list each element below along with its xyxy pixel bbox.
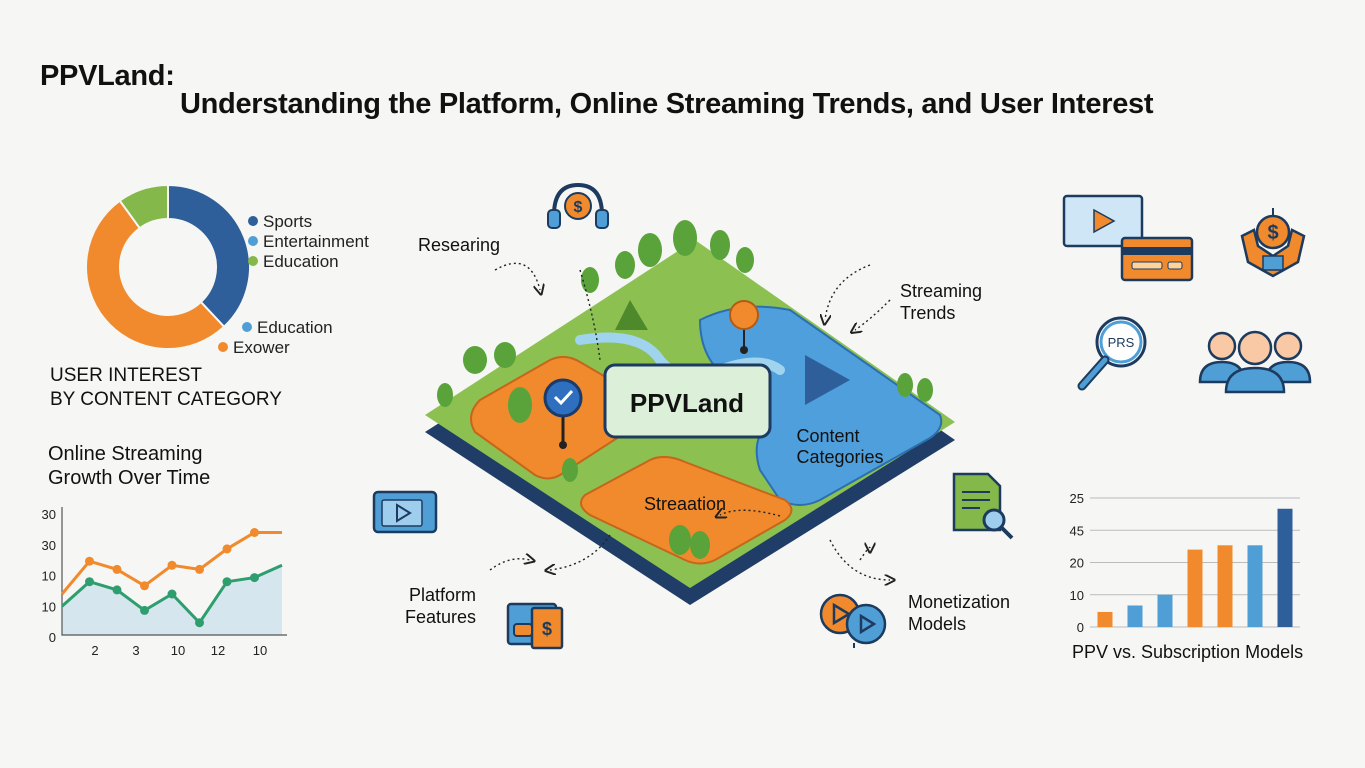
- region-label: Streaation: [644, 494, 726, 514]
- line-y-tick-label: 0: [49, 630, 56, 645]
- map-pin-ball-icon: [729, 300, 759, 354]
- line-area-fill: [62, 565, 282, 635]
- legend-dot-icon: [218, 342, 228, 352]
- svg-text:$: $: [542, 619, 552, 639]
- content-label-line2: Categories: [796, 447, 883, 467]
- bar-y-tick-label: 0: [1077, 620, 1084, 635]
- platform-features-label: Platform Features: [405, 585, 477, 627]
- monetization-models-label: Monetization Models: [908, 592, 1011, 634]
- line-point: [222, 544, 232, 554]
- map-trees: [437, 220, 933, 559]
- page-title-line2: Understanding the Platform, Online Strea…: [180, 88, 1154, 120]
- isometric-map: PPVLand Content Categories Streaation: [425, 220, 955, 605]
- wallet-dollar-icon: $: [506, 602, 564, 650]
- line-chart-title: Online Streaming Growth Over Time: [48, 443, 211, 489]
- line-point: [85, 577, 94, 587]
- legend-item-entertainment: Entertainment: [248, 232, 369, 252]
- line-point: [140, 581, 149, 591]
- researching-label: Researing: [418, 235, 501, 255]
- legend-item-exower: Exower: [218, 338, 333, 358]
- line-chart: 30 30 10 10 0 2 3 10 12 10: [42, 507, 287, 658]
- line-point: [195, 618, 204, 628]
- legend-item-sports: Sports: [248, 212, 369, 232]
- bar-y-tick-label: 45: [1070, 523, 1084, 538]
- line-y-tick-label: 30: [42, 538, 56, 553]
- play-coins-icon: [819, 593, 887, 648]
- donut-legend-top: Sports Entertainment Education: [248, 212, 369, 272]
- donut-slice: [118, 183, 169, 230]
- line-y-tick-label: 30: [42, 507, 56, 522]
- bar-y-tick-label: 25: [1070, 491, 1084, 506]
- line-point: [112, 585, 122, 595]
- video-card-icon: [1062, 194, 1194, 282]
- bar: [1187, 549, 1203, 627]
- bar-chart-caption: PPV vs. Subscription Models: [1072, 642, 1304, 662]
- donut-slice: [85, 199, 226, 350]
- bar-y-tick-label: 20: [1070, 556, 1084, 571]
- legend-item-education-2: Education: [242, 318, 333, 338]
- donut-legend-bottom: Education Exower: [218, 318, 333, 358]
- legend-dot-icon: [248, 236, 258, 246]
- bar: [1097, 611, 1113, 627]
- bar: [1277, 508, 1293, 627]
- video-player-icon-left: [372, 490, 438, 534]
- play-logo-icon: [805, 355, 850, 405]
- line-point: [167, 589, 177, 599]
- hand-dollar-icon: $: [1240, 208, 1306, 278]
- map-pin-check-icon: [543, 378, 583, 449]
- line-point: [222, 577, 232, 587]
- page-title-line1: PPVLand:: [40, 60, 175, 92]
- map-hill: [615, 300, 648, 330]
- center-label: PPVLand: [630, 388, 744, 418]
- bar: [1127, 605, 1143, 627]
- line-point: [195, 564, 204, 574]
- donut-slice: [167, 183, 251, 329]
- legend-item-education: Education: [248, 252, 369, 272]
- document-search-icon: [952, 472, 1014, 540]
- line-point: [250, 573, 259, 583]
- svg-text:$: $: [574, 199, 583, 216]
- map-orange-region-bottom: [580, 456, 793, 565]
- content-label-line1: Content: [796, 426, 859, 446]
- line-axes: [61, 507, 287, 636]
- line-point: [140, 605, 149, 615]
- users-group-icon: [1198, 330, 1312, 394]
- line-x-tick-label: 3: [132, 643, 139, 658]
- bar: [1247, 545, 1263, 627]
- dotted-arrows: [489, 262, 890, 580]
- svg-text:$: $: [1267, 222, 1278, 244]
- money-headset-icon: $: [547, 182, 609, 229]
- line-point: [112, 564, 122, 574]
- bar-chart: 25 45 20 10 0: [1070, 491, 1300, 635]
- line-x-tick-label: 10: [171, 643, 185, 658]
- legend-dot-icon: [248, 256, 258, 266]
- line-point: [85, 556, 94, 566]
- line-x-tick-label: 10: [253, 643, 267, 658]
- line-point: [167, 560, 177, 570]
- line-point: [250, 528, 259, 537]
- bar-y-tick-label: 10: [1070, 588, 1084, 603]
- center-callout: [603, 363, 772, 439]
- legend-dot-icon: [242, 322, 252, 332]
- legend-dot-icon: [248, 216, 258, 226]
- svg-text:PRS: PRS: [1108, 335, 1135, 350]
- line-x-tick-label: 2: [91, 643, 98, 658]
- donut-caption: USER INTEREST BY CONTENT CATEGORY: [50, 365, 282, 410]
- streaming-trends-label: Streaming Trends: [900, 281, 983, 323]
- bar: [1157, 594, 1173, 627]
- donut-chart: [85, 183, 251, 350]
- magnifier-icon: PRS: [1077, 316, 1147, 391]
- line-x-tick-label: 12: [211, 643, 225, 658]
- line-y-tick-label: 10: [42, 569, 56, 584]
- bar: [1217, 545, 1233, 627]
- line-y-tick-label: 10: [42, 599, 56, 614]
